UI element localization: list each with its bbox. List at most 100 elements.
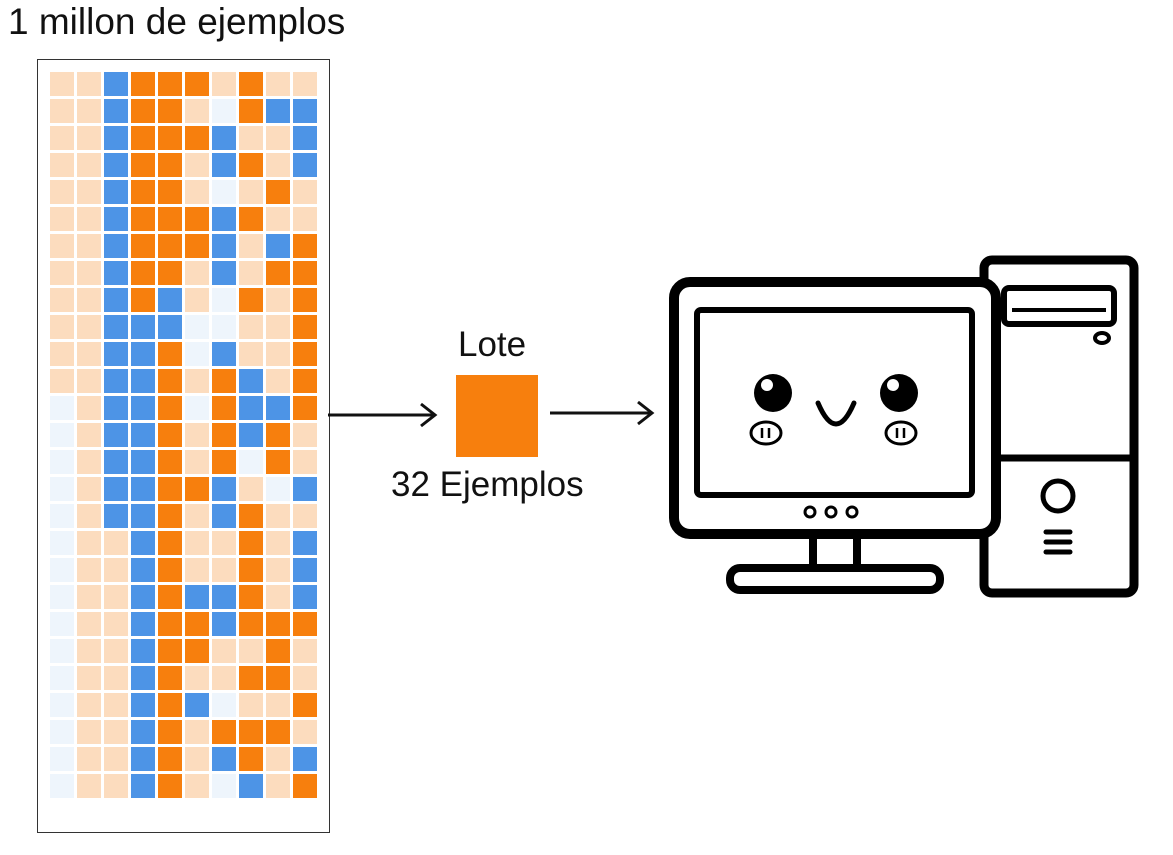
data-cell [266, 747, 290, 771]
data-cell [158, 423, 182, 447]
data-cell [293, 585, 317, 609]
data-cell [239, 342, 263, 366]
data-cell [266, 423, 290, 447]
data-cell [50, 342, 74, 366]
data-cell [50, 423, 74, 447]
data-cell [158, 180, 182, 204]
data-cell [212, 234, 236, 258]
data-cell [212, 639, 236, 663]
data-cell [185, 423, 209, 447]
data-cell [131, 396, 155, 420]
data-cell [158, 72, 182, 96]
data-cell [77, 531, 101, 555]
data-cell [212, 450, 236, 474]
data-cell [293, 774, 317, 798]
data-cell [104, 153, 128, 177]
data-cell [131, 342, 155, 366]
data-cell [158, 531, 182, 555]
data-cell [239, 126, 263, 150]
data-cell [104, 288, 128, 312]
data-cell [239, 288, 263, 312]
data-cell [266, 558, 290, 582]
data-cell [185, 639, 209, 663]
data-cell [104, 126, 128, 150]
data-cell [212, 72, 236, 96]
data-cell [266, 531, 290, 555]
data-cell [266, 342, 290, 366]
data-cell [104, 396, 128, 420]
data-cell [131, 612, 155, 636]
computer-tower [979, 255, 1139, 598]
data-cell [77, 342, 101, 366]
computer-monitor [669, 277, 1001, 594]
data-cell [77, 450, 101, 474]
data-cell [185, 477, 209, 501]
data-cell [104, 207, 128, 231]
data-cell [50, 585, 74, 609]
data-cell [266, 504, 290, 528]
arrow-to-computer [550, 400, 655, 426]
data-cell [131, 747, 155, 771]
data-cell [185, 288, 209, 312]
data-cell [293, 423, 317, 447]
data-cell [50, 99, 74, 123]
data-cell [131, 585, 155, 609]
data-cell [50, 396, 74, 420]
data-cell [77, 774, 101, 798]
data-cell [158, 207, 182, 231]
data-cell [293, 531, 317, 555]
data-cell [212, 720, 236, 744]
data-cell [77, 180, 101, 204]
data-cell [266, 99, 290, 123]
data-cell [77, 585, 101, 609]
data-cell [77, 720, 101, 744]
data-cell [131, 558, 155, 582]
data-cell [104, 234, 128, 258]
data-cell [50, 234, 74, 258]
data-cell [212, 774, 236, 798]
data-cell [50, 693, 74, 717]
data-cell [212, 261, 236, 285]
data-cell [212, 315, 236, 339]
data-cell [158, 288, 182, 312]
data-cell [212, 666, 236, 690]
data-cell [239, 666, 263, 690]
data-cell [266, 450, 290, 474]
data-cell [77, 369, 101, 393]
data-cell [131, 180, 155, 204]
data-cell [104, 423, 128, 447]
data-cell [158, 639, 182, 663]
data-cell [239, 585, 263, 609]
data-cell [50, 450, 74, 474]
data-cell [158, 693, 182, 717]
data-cell [50, 126, 74, 150]
data-cell [131, 693, 155, 717]
data-cell [158, 369, 182, 393]
data-cell [131, 504, 155, 528]
data-cell [77, 153, 101, 177]
data-cell [104, 720, 128, 744]
data-cell [77, 747, 101, 771]
data-cell [131, 288, 155, 312]
data-cell [77, 126, 101, 150]
data-cell [185, 234, 209, 258]
data-cell [104, 747, 128, 771]
data-cell [185, 774, 209, 798]
dataset-box [37, 59, 330, 833]
data-cell [239, 369, 263, 393]
data-cell [239, 774, 263, 798]
data-cell [239, 234, 263, 258]
data-cell [293, 180, 317, 204]
data-cell [239, 315, 263, 339]
data-cell [185, 99, 209, 123]
data-cell [266, 153, 290, 177]
data-cell [185, 369, 209, 393]
data-cell [293, 450, 317, 474]
data-cell [239, 612, 263, 636]
data-cell [293, 693, 317, 717]
happy-face-icon [749, 374, 918, 446]
data-cell [212, 504, 236, 528]
data-cell [131, 369, 155, 393]
data-cell [185, 153, 209, 177]
data-cell [104, 99, 128, 123]
